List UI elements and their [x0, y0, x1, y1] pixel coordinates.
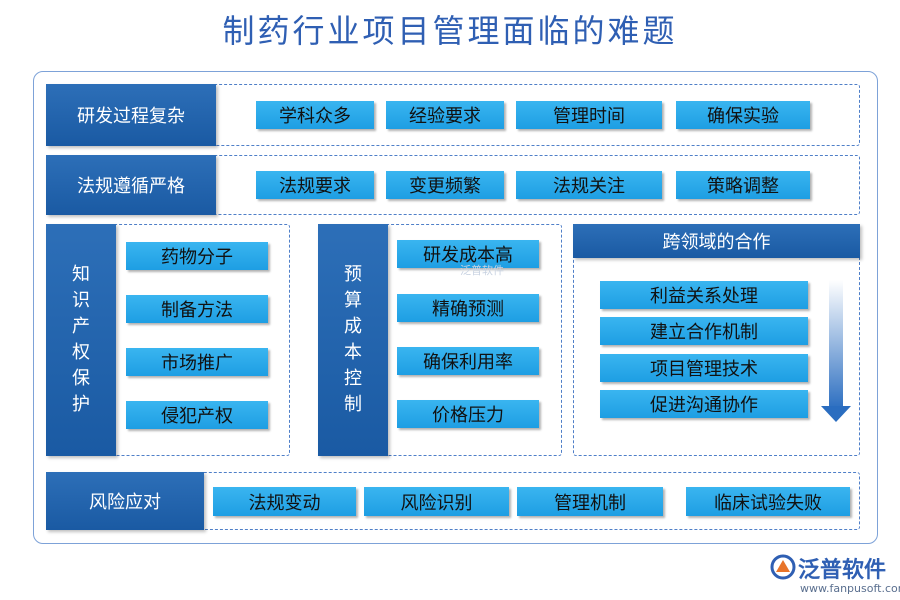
cross-item: 利益关系处理	[600, 281, 808, 309]
risk-header: 风险应对	[46, 472, 204, 530]
cross-item: 建立合作机制	[600, 317, 808, 345]
budget-item: 确保利用率	[397, 347, 539, 375]
ip-header-label: 知识产权保护	[72, 264, 90, 415]
budget-item: 价格压力	[397, 400, 539, 428]
ip-header: 知识产权保护	[46, 224, 116, 456]
cross-item: 促进沟通协作	[600, 390, 808, 418]
research-item: 确保实验	[676, 101, 810, 129]
main-frame	[33, 71, 878, 544]
research-header: 研发过程复杂	[46, 84, 216, 146]
budget-item: 精确预测	[397, 294, 539, 322]
brand-logo: 泛普软件 www.fanpusoft.com	[770, 552, 900, 597]
regulation-item: 法规关注	[516, 171, 662, 199]
watermark-text: 泛普软件	[460, 264, 504, 277]
budget-header-label: 预算成本控制	[344, 264, 362, 415]
down-arrow-icon	[821, 406, 851, 422]
budget-header: 预算成本控制	[318, 224, 388, 456]
budget-item: 研发成本高	[397, 240, 539, 268]
risk-item: 临床试验失败	[686, 487, 850, 516]
cross-header: 跨领域的合作	[573, 224, 860, 258]
ip-item: 市场推广	[126, 348, 268, 376]
fanpu-logo-icon	[770, 554, 796, 580]
regulation-item: 策略调整	[676, 171, 810, 199]
risk-item: 管理机制	[517, 487, 663, 516]
ip-item: 药物分子	[126, 242, 268, 270]
regulation-item: 法规要求	[256, 171, 374, 199]
research-item: 学科众多	[256, 101, 374, 129]
regulation-header: 法规遵循严格	[46, 155, 216, 215]
risk-item: 风险识别	[364, 487, 509, 516]
cross-item: 项目管理技术	[600, 354, 808, 382]
research-item: 经验要求	[386, 101, 504, 129]
ip-item: 侵犯产权	[126, 401, 268, 429]
ip-item: 制备方法	[126, 295, 268, 323]
research-item: 管理时间	[516, 101, 662, 129]
regulation-item: 变更频繁	[386, 171, 504, 199]
brand-name: 泛普软件	[798, 558, 887, 583]
risk-item: 法规变动	[213, 487, 356, 516]
brand-url: www.fanpusoft.com	[800, 582, 900, 595]
page-title: 制药行业项目管理面临的难题	[222, 12, 678, 50]
down-arrow-shaft	[829, 280, 843, 410]
